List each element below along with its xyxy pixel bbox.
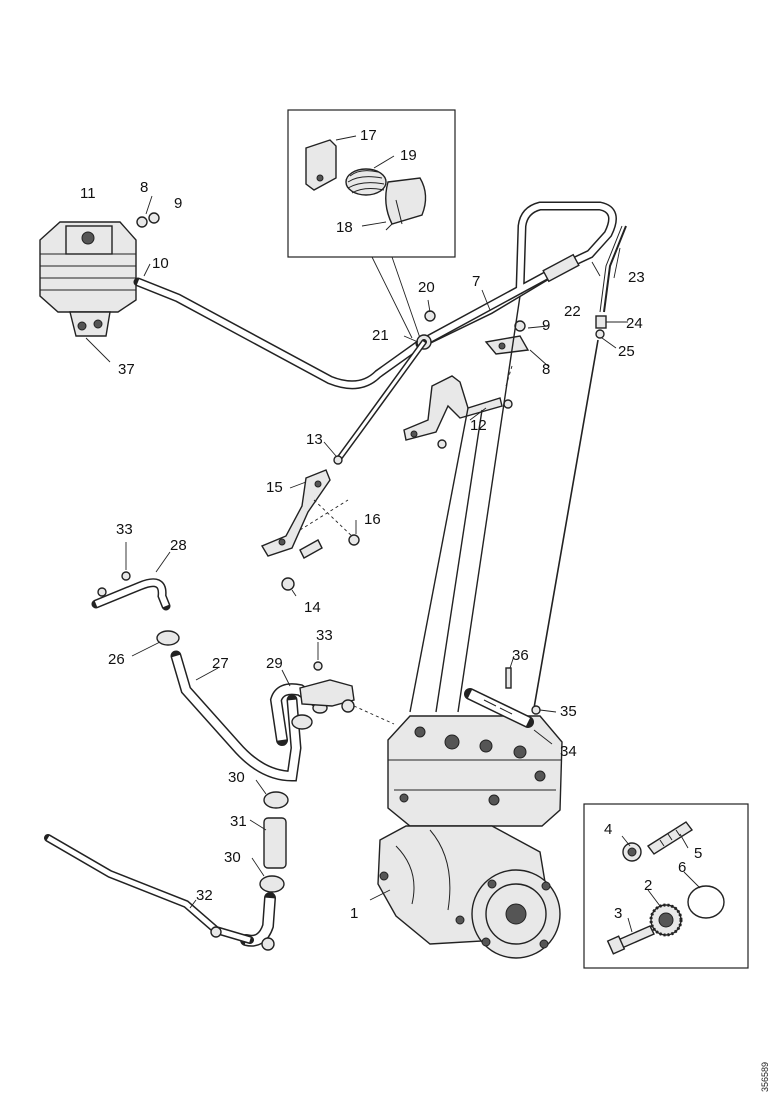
- pipe-32: [44, 834, 275, 951]
- callout-26: 26: [108, 651, 125, 668]
- callout-30-lower: 30: [224, 849, 241, 866]
- callout-1: 1: [350, 905, 358, 922]
- callout-18: 18: [336, 219, 353, 236]
- pipe-13: [333, 339, 427, 465]
- callout-20: 20: [418, 279, 435, 296]
- callout-8-right: 8: [542, 361, 550, 378]
- pipe-28: [91, 571, 180, 646]
- callout-labels: 1 2 3 4 5 6 7 8 8 9 9 10 11 12 13 14 15 …: [80, 127, 702, 922]
- pipe-27: [170, 650, 302, 782]
- callout-37: 37: [118, 361, 135, 378]
- callout-28: 28: [170, 537, 187, 554]
- callout-8-top: 8: [140, 179, 148, 196]
- leader-lines: [125, 195, 701, 933]
- callout-14: 14: [304, 599, 321, 616]
- callout-5: 5: [694, 845, 702, 862]
- callout-36: 36: [512, 647, 529, 664]
- hose-31: [240, 791, 289, 947]
- callout-17: 17: [360, 127, 377, 144]
- reference-number: 356589: [760, 1062, 770, 1092]
- callout-15: 15: [266, 479, 283, 496]
- callout-6: 6: [678, 859, 686, 876]
- callout-27: 27: [212, 655, 229, 672]
- callout-10: 10: [152, 255, 169, 272]
- callout-11: 11: [80, 185, 96, 202]
- callout-9-right: 9: [542, 317, 550, 334]
- callout-30-upper: 30: [228, 769, 245, 786]
- callout-12: 12: [470, 417, 487, 434]
- pipe-vertical: [409, 295, 521, 713]
- callout-2: 2: [644, 877, 652, 894]
- callout-33-left: 33: [116, 521, 133, 538]
- elbow-29: [269, 661, 395, 746]
- callout-3: 3: [614, 905, 622, 922]
- callout-32: 32: [196, 887, 213, 904]
- callout-29: 29: [266, 655, 283, 672]
- callout-33-middle: 33: [316, 627, 333, 644]
- callout-34: 34: [560, 743, 577, 760]
- heater-unit: [39, 212, 160, 363]
- detail-inset-gear: [583, 803, 749, 969]
- callout-31: 31: [230, 813, 247, 830]
- callout-9-top: 9: [174, 195, 182, 212]
- callout-35: 35: [560, 703, 577, 720]
- pipe-10: [133, 201, 617, 390]
- callout-19: 19: [400, 147, 417, 164]
- callout-4: 4: [604, 821, 612, 838]
- detail-inset-top: [287, 109, 456, 339]
- callout-16: 16: [364, 511, 381, 528]
- pipe-22-23: [533, 225, 627, 709]
- callout-13: 13: [306, 431, 323, 448]
- callout-22: 22: [564, 303, 581, 320]
- callout-24: 24: [626, 315, 643, 332]
- compressor: [369, 667, 563, 959]
- callout-7: 7: [472, 273, 480, 290]
- bracket-12: [403, 320, 530, 449]
- callout-23: 23: [628, 269, 645, 286]
- callout-25: 25: [618, 343, 635, 360]
- bracket-15: [260, 469, 360, 591]
- callout-21: 21: [372, 327, 389, 344]
